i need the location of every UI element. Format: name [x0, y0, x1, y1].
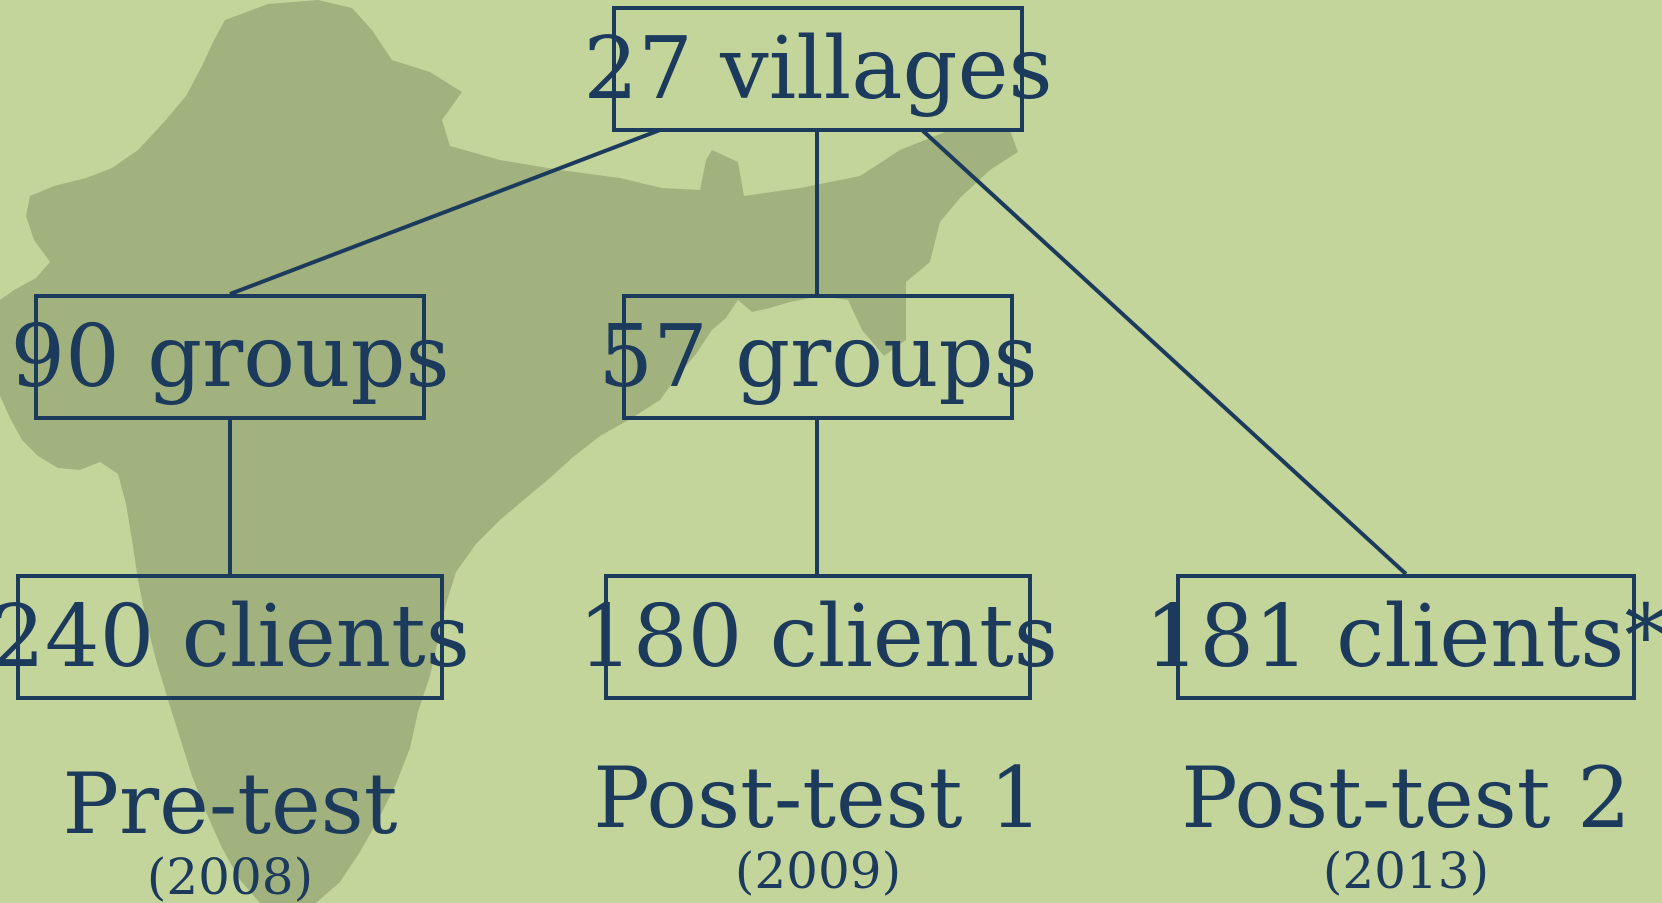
phase-posttest2: Post-test 2 (2013) — [1162, 756, 1650, 896]
phase-pretest-year: (2008) — [146, 848, 314, 903]
connector-villages-to-clients-posttest2 — [920, 128, 1408, 576]
phase-posttest2-name: Post-test 2 — [1181, 749, 1631, 847]
phase-posttest1-year: (2009) — [734, 842, 902, 900]
clients-pretest-node: 240 clients — [0, 574, 470, 700]
groups-posttest1-node: 57 groups — [598, 294, 1038, 420]
groups-pretest-node: 90 groups — [10, 294, 450, 420]
phase-posttest1-name: Post-test 1 — [593, 749, 1043, 847]
clients-posttest2-node-label: 181 clients* — [1144, 587, 1662, 687]
clients-posttest2-node: 181 clients* — [1145, 574, 1662, 700]
groups-pretest-node-label: 90 groups — [10, 307, 450, 407]
clients-pretest-node-label: 240 clients — [0, 587, 470, 687]
phase-posttest1: Post-test 1 (2009) — [574, 756, 1062, 896]
connector-villages-to-groups-pretest — [229, 128, 661, 296]
phase-pretest-name: Pre-test — [62, 755, 398, 853]
phase-posttest2-year: (2013) — [1322, 842, 1490, 900]
clients-posttest1-node-label: 180 clients — [578, 587, 1058, 687]
villages-node: 27 villages — [583, 6, 1053, 132]
villages-node-label: 27 villages — [583, 19, 1053, 119]
phase-pretest: Pre-test (2008) — [20, 762, 440, 902]
groups-posttest1-node-label: 57 groups — [598, 307, 1038, 407]
clients-posttest1-node: 180 clients — [578, 574, 1058, 700]
